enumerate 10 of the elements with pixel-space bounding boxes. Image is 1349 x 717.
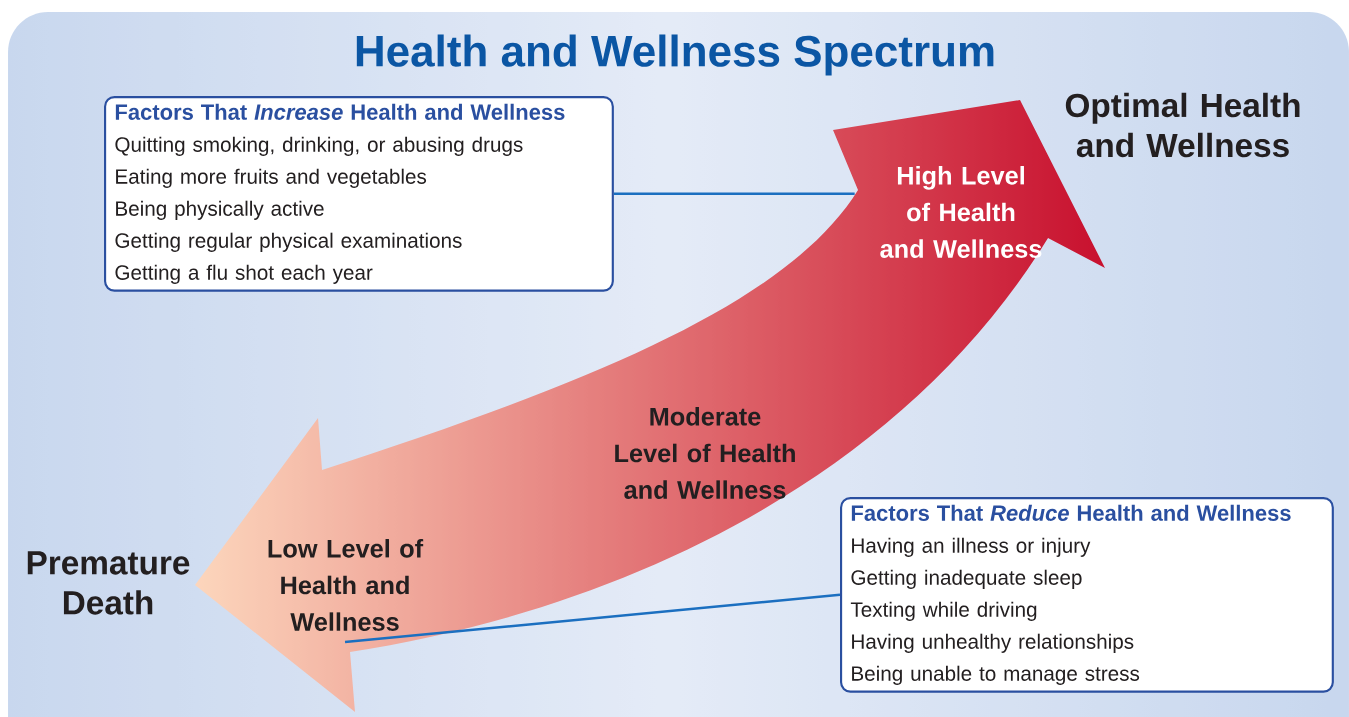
leader-line	[613, 192, 855, 196]
end-label: Premature Death	[27, 551, 190, 615]
end-label: Optimal Health and Wellness	[1065, 92, 1300, 158]
level-label: High Level of Health and Wellness	[880, 166, 1042, 258]
level-label: Moderate Level of Health and Wellness	[615, 407, 795, 499]
level-label: Low Level of Health and Wellness	[268, 539, 424, 631]
factor-box: Factors That Increase Health and Wellness Quitting smoking, drinking, or abusing drugs Eating more fruits and vegetables Being physically active Getting regular physical examinations Getting a flu shot each year	[104, 96, 614, 292]
factor-box: Factors That Reduce Health and Wellness Having an illness or injury Getting inadequate sleep Texting while driving Having unhealthy relationships Being unable to manage stress	[840, 497, 1334, 693]
leader-line	[344, 593, 841, 644]
title: Health and Wellness Spectrum	[356, 34, 994, 76]
